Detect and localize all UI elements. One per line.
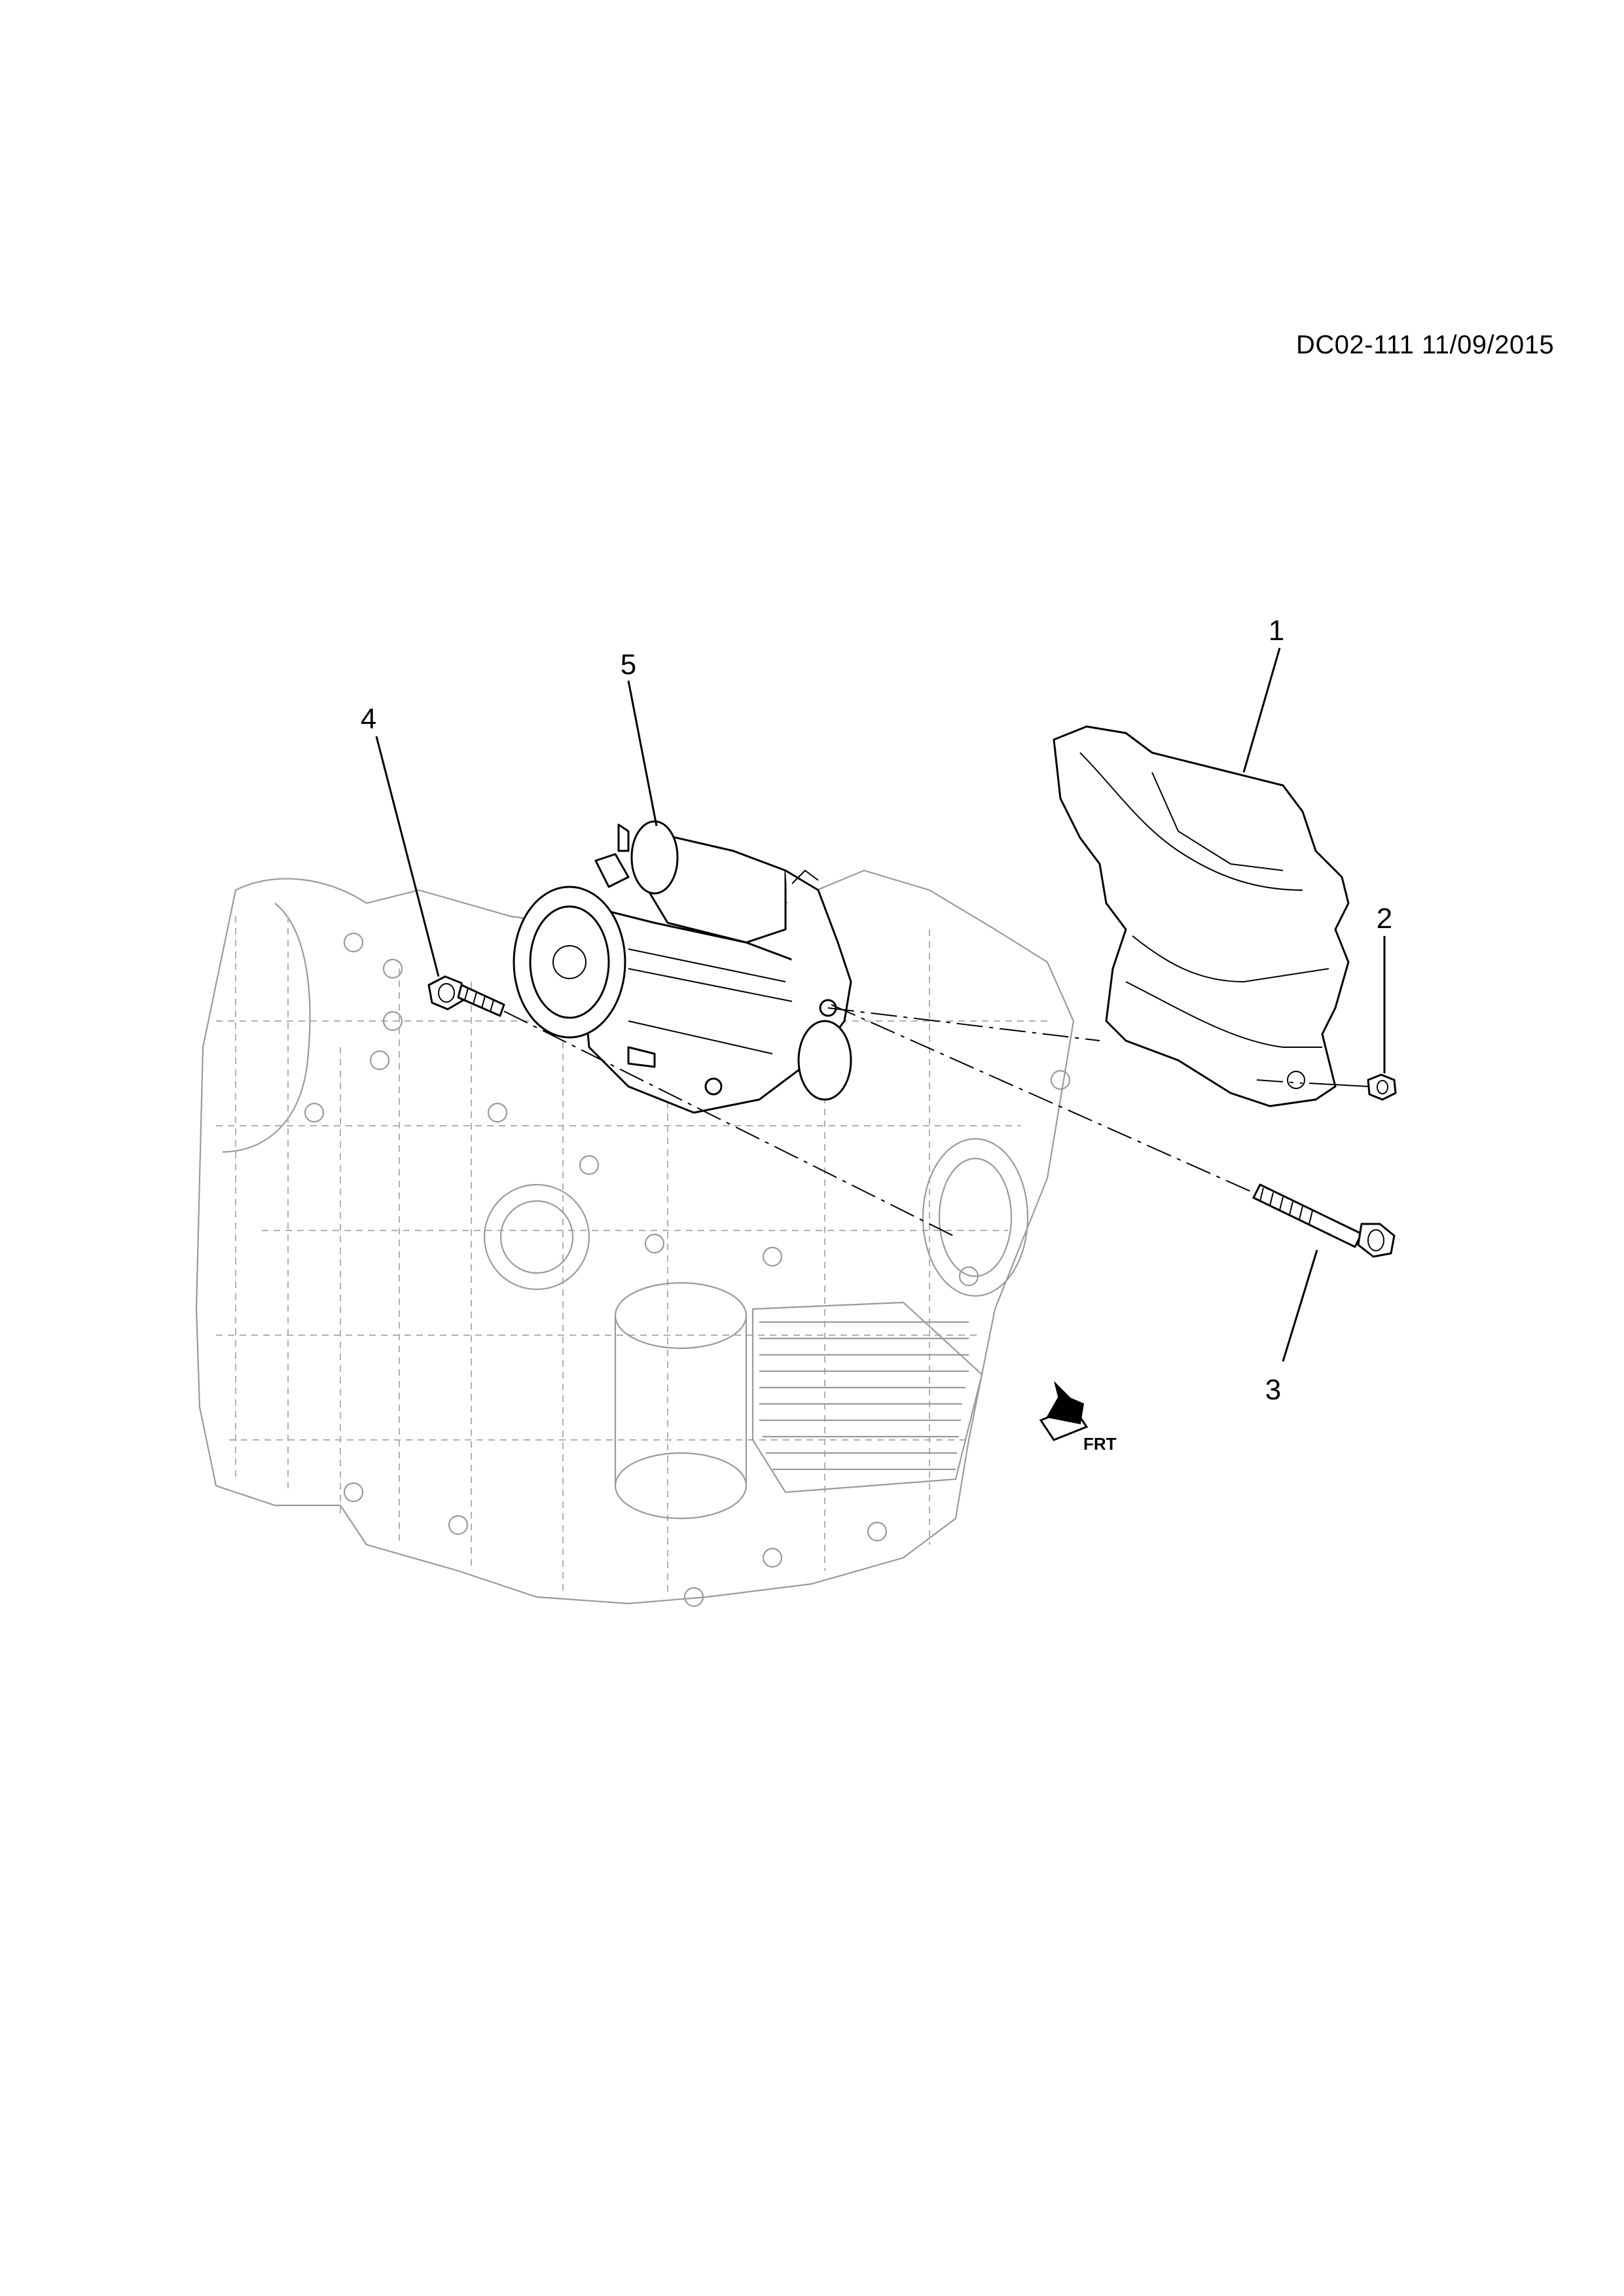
callout-5: 5 (621, 649, 658, 827)
part-3-long-bolt (1252, 1183, 1396, 1258)
callout-3: 3 (1265, 1249, 1318, 1406)
part-4-bolt (427, 975, 505, 1017)
frt-label: FRT (1083, 1434, 1117, 1454)
callout-1-label: 1 (1269, 615, 1284, 647)
part-5-starter-motor (513, 820, 852, 1114)
front-direction-indicator: FRT (1039, 1381, 1117, 1454)
callout-4: 4 (361, 703, 440, 977)
callout-2-label: 2 (1377, 903, 1392, 935)
callout-3-label: 3 (1265, 1374, 1281, 1406)
callout-4-label: 4 (361, 703, 376, 735)
part-2-bolt (1308, 1073, 1397, 1101)
assembly-center-lines (503, 1004, 1303, 1238)
part-1-starter-shield (1053, 725, 1350, 1107)
callout-2: 2 (1377, 903, 1392, 1073)
callout-5-label: 5 (621, 649, 636, 681)
drawing-id: DC02-111 11/09/2015 (1296, 331, 1555, 359)
callout-1: 1 (1242, 615, 1284, 773)
